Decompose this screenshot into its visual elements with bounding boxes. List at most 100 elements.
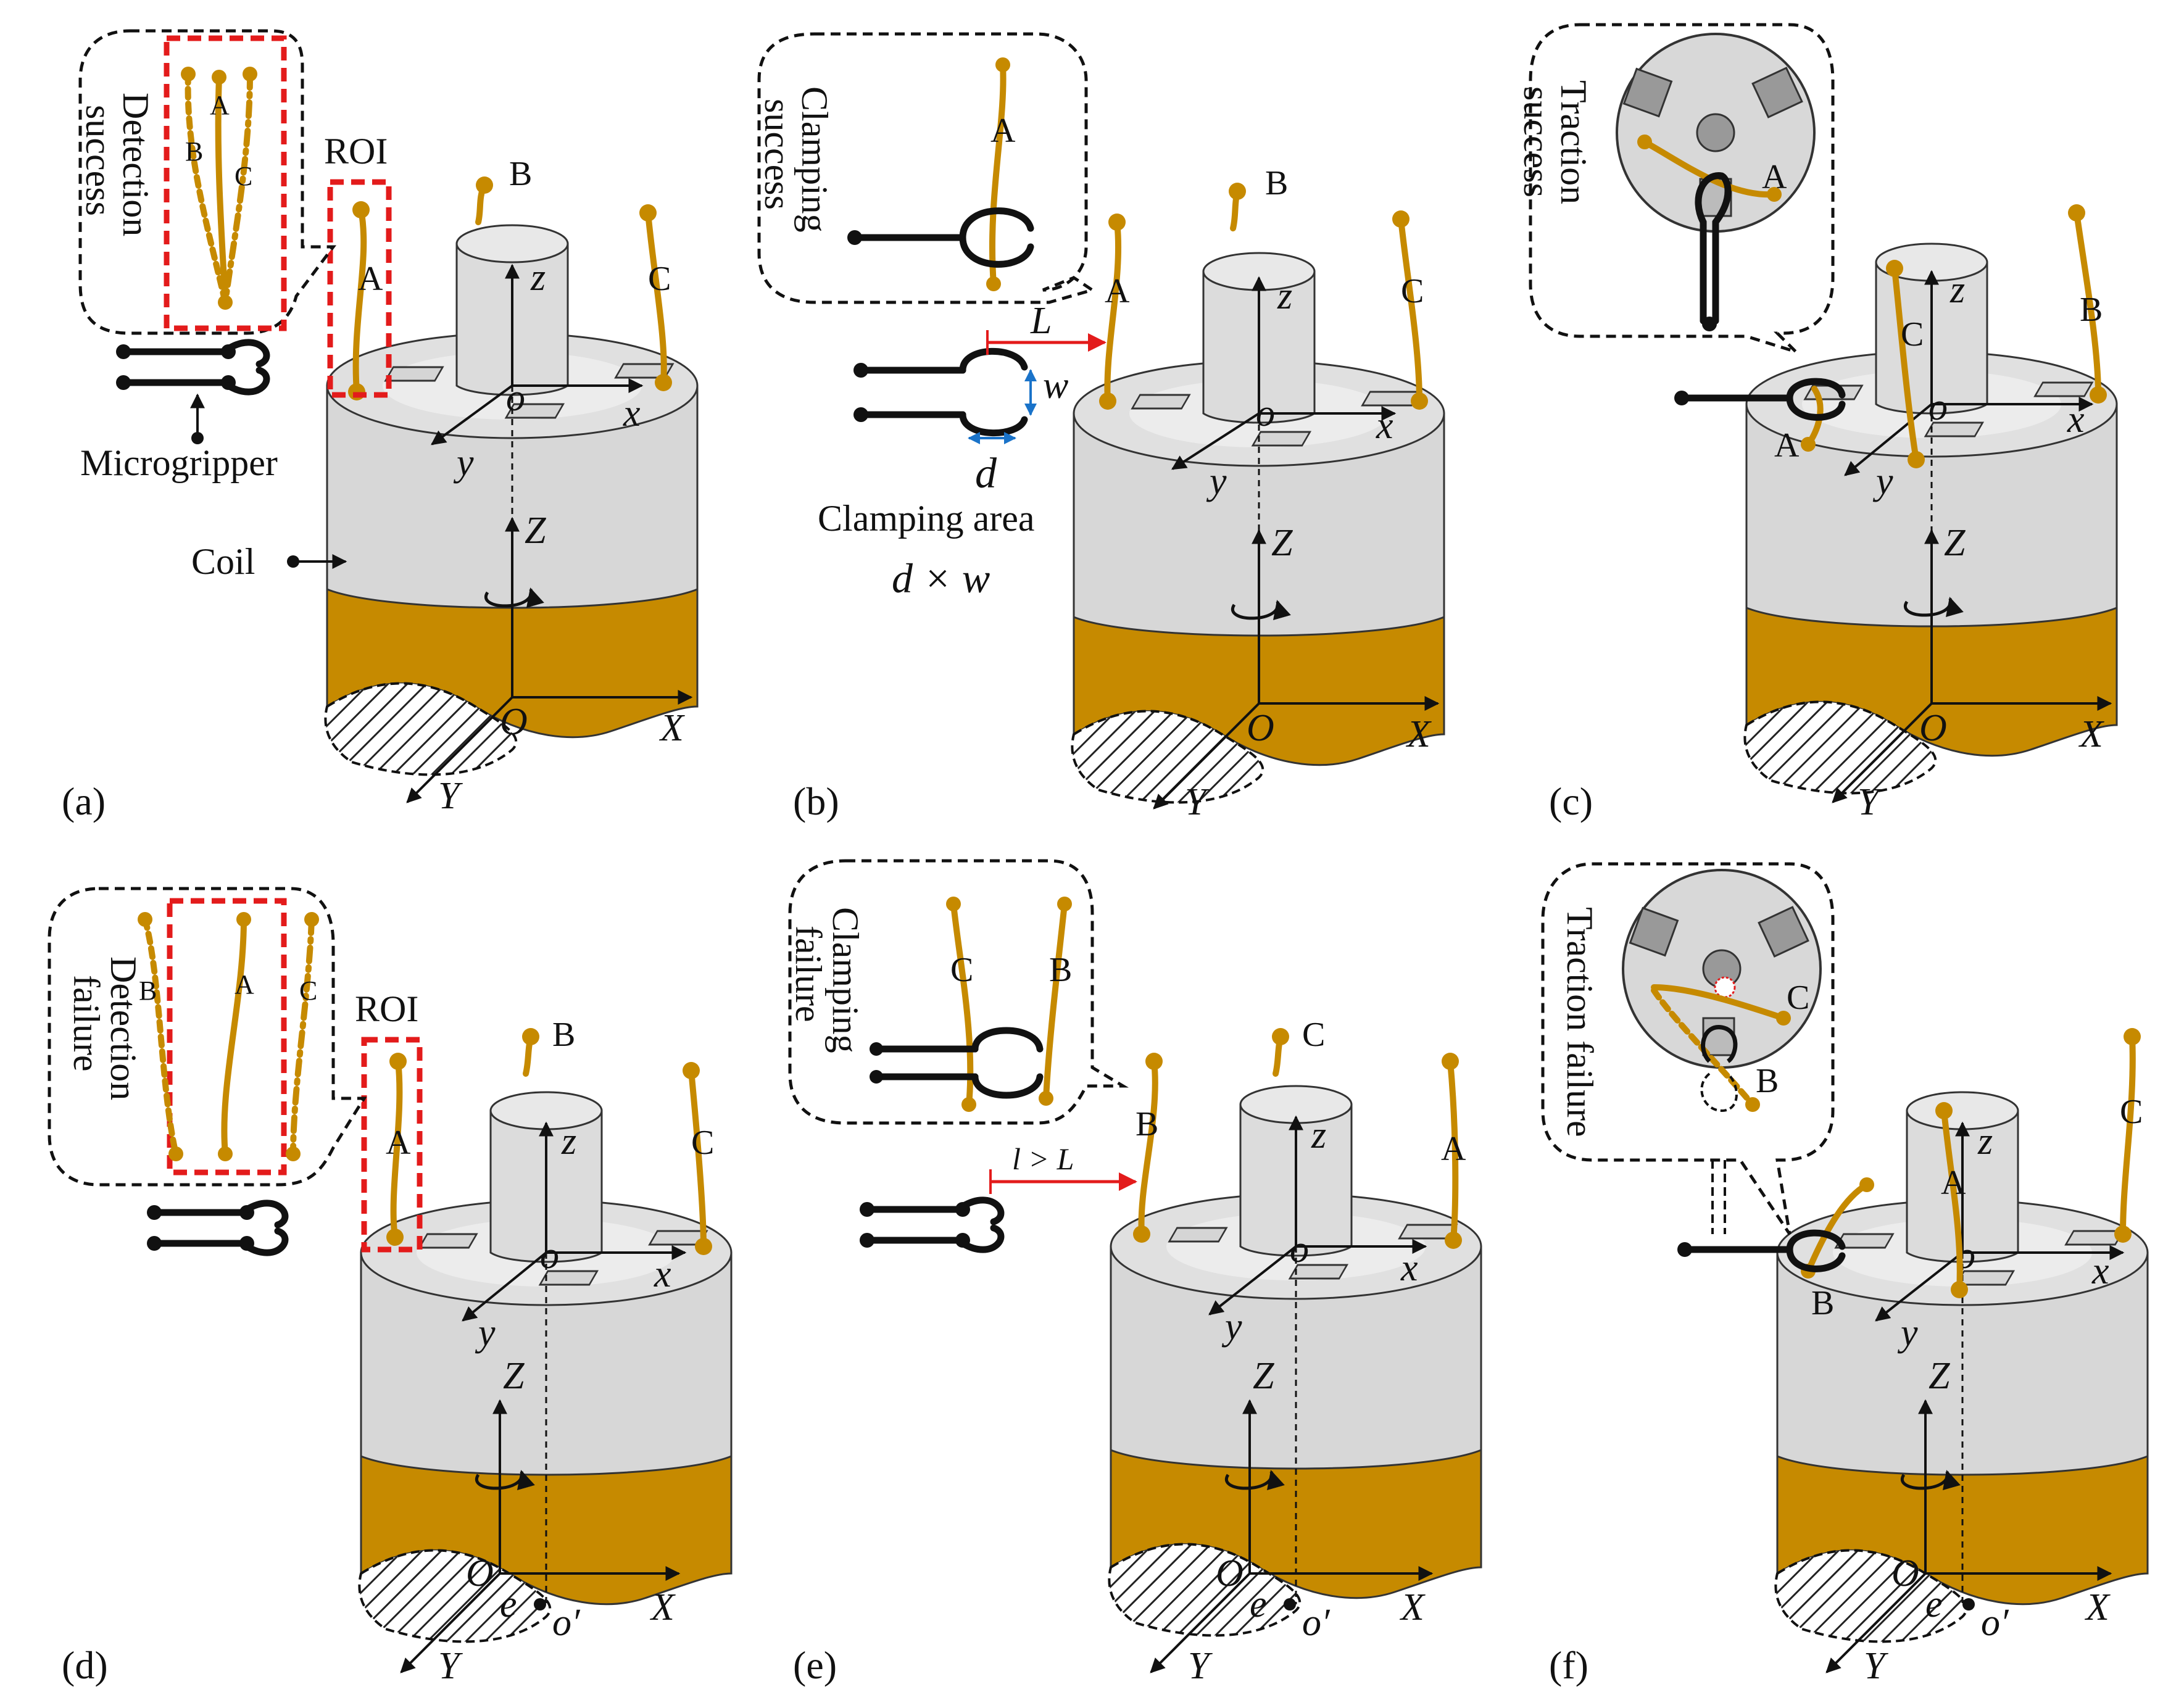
dim-d: d: [975, 450, 997, 497]
label-Y: Y: [1858, 781, 1882, 823]
roi-box: [361, 1037, 423, 1253]
label-microgripper: Microgripper: [80, 442, 278, 483]
label-o-prime: o′: [1302, 1602, 1331, 1644]
wire-label-b: B: [1136, 1105, 1158, 1143]
roi-label: ROI: [355, 989, 418, 1029]
wire-label-a: A: [1941, 1164, 1966, 1202]
wire-label-b: B: [552, 1016, 575, 1054]
label-X: X: [2084, 1586, 2111, 1628]
roi-label: ROI: [324, 131, 388, 172]
label-z: z: [1277, 275, 1292, 317]
bubble-line-2: failure: [788, 926, 829, 1022]
wire-label-c: C: [1901, 315, 1924, 354]
inset-label-b: B: [185, 136, 203, 167]
panel-c: z x y o Z X Y O C B A A Traction: [1516, 23, 2118, 823]
label-Y: Y: [1864, 1645, 1888, 1687]
label-Y: Y: [1188, 1645, 1213, 1687]
bubble-line-1: Clamping: [825, 907, 866, 1053]
dim-l: l > L: [1012, 1142, 1074, 1176]
label-O: O: [466, 1553, 494, 1594]
wire-label-b: B: [1265, 164, 1288, 202]
label-X: X: [1405, 713, 1432, 755]
panel-letter-f: (f): [1549, 1643, 1588, 1687]
inset-label-b: B: [1049, 951, 1072, 989]
panel-letter-c: (c): [1549, 779, 1593, 823]
wire-label-c: C: [2120, 1093, 2143, 1131]
wire-label-a: A: [1441, 1130, 1466, 1168]
label-y: y: [1221, 1306, 1242, 1348]
label-o: o: [540, 1235, 559, 1277]
wire-a: [352, 207, 367, 395]
label-z: z: [530, 257, 546, 299]
wire-label-a: A: [386, 1124, 411, 1162]
label-Z: Z: [1271, 522, 1293, 564]
bubble-line-1: Traction: [1553, 80, 1594, 204]
rotation-icon: [484, 587, 544, 608]
label-z: z: [561, 1121, 576, 1163]
bubble-line-2: success: [757, 99, 798, 210]
label-e: e: [1250, 1583, 1267, 1625]
label-y: y: [1872, 460, 1893, 502]
label-e: e: [500, 1583, 517, 1625]
clamping-area-formula: d × w: [892, 555, 990, 602]
label-o-prime: o′: [1981, 1602, 2009, 1644]
inset-label-b: B: [139, 976, 157, 1006]
inset-label-b: B: [1756, 1062, 1779, 1100]
label-Z: Z: [1929, 1355, 1950, 1397]
bubble-clamping-success: [757, 32, 1096, 304]
label-Y: Y: [1185, 781, 1210, 823]
label-Y: Y: [438, 1645, 463, 1687]
label-o-prime: o′: [552, 1602, 581, 1644]
panel-letter-d: (d): [62, 1643, 108, 1687]
label-z: z: [1977, 1121, 1993, 1163]
break-point-icon: [1714, 976, 1736, 998]
wire-label-a: A: [1105, 272, 1130, 310]
bubble-line-1: Detection: [115, 93, 156, 236]
label-o: o: [1290, 1229, 1309, 1271]
label-Z: Z: [525, 510, 546, 552]
inset-label-c: C: [1787, 979, 1809, 1017]
label-y: y: [1897, 1312, 1918, 1354]
microgripper: [116, 339, 270, 396]
panel-f: z x y o Z X Y O e o′ A B C C: [1541, 862, 2149, 1687]
clamping-area-label: Clamping area: [818, 498, 1035, 539]
label-z: z: [1949, 269, 1965, 311]
wire-label-a: A: [358, 260, 383, 298]
dim-L: L: [1030, 300, 1052, 342]
label-o: o: [1929, 386, 1948, 428]
label-x: x: [2067, 399, 2085, 441]
label-y: y: [453, 442, 474, 484]
panel-letter-e: (e): [793, 1643, 837, 1687]
inset-label-a: A: [990, 112, 1016, 150]
label-Z: Z: [1944, 522, 1966, 564]
inset-label-c: C: [299, 976, 317, 1006]
bubble-line-1: Traction failure: [1559, 907, 1600, 1137]
label-z: z: [1311, 1114, 1326, 1156]
panel-d: z x y o Z X Y O e o′ A B C ROI A B C Det…: [48, 887, 733, 1687]
axis-y: [431, 384, 513, 446]
label-X: X: [2078, 713, 2104, 755]
bubble-line-1: Clamping: [794, 86, 835, 233]
label-x: x: [1400, 1247, 1418, 1289]
label-O: O: [1247, 707, 1274, 749]
bubble-line-2: failure: [66, 975, 107, 1072]
label-x: x: [1376, 405, 1393, 447]
dim-w: w: [1043, 365, 1068, 407]
bubble-line-2: success: [1516, 86, 1557, 197]
bubble-clamping-failure: [788, 859, 1129, 1125]
inset-label-a: A: [210, 90, 230, 120]
wire-label-c: C: [691, 1124, 714, 1162]
panel-letter-a: (a): [62, 779, 106, 823]
bubble-line-1: Detection: [103, 956, 144, 1100]
wire-label-b: B: [1811, 1284, 1834, 1322]
label-x: x: [623, 392, 641, 434]
bubble-detection-success: [78, 29, 336, 335]
label-O: O: [1919, 707, 1947, 749]
bubble-line-2: success: [78, 105, 119, 216]
label-X: X: [649, 1586, 676, 1628]
label-o: o: [506, 377, 525, 419]
panel-a: z x y o Z X Y O A B C ROI A B C Detectio…: [62, 29, 699, 823]
inset-label-a: A: [235, 969, 254, 1000]
label-X: X: [658, 707, 685, 749]
inset-label-a: A: [1762, 158, 1787, 196]
